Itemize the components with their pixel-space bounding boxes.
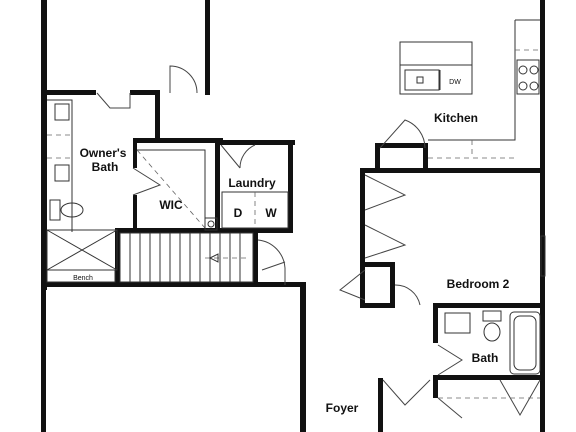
dryer-label: D	[234, 206, 243, 220]
bedroom-2-label: Bedroom 2	[447, 277, 510, 291]
toilet-tank	[49, 199, 61, 221]
bath-sink	[444, 312, 471, 334]
bench-label: Bench	[73, 275, 93, 282]
room-labels: Owner's Bath WIC Laundry Kitchen Bedroom…	[73, 79, 510, 415]
bath-toilet	[483, 322, 501, 342]
fixtures	[46, 19, 546, 399]
walls	[41, 0, 545, 432]
washer-label: W	[265, 206, 277, 220]
toilet-bowl	[60, 202, 84, 218]
doors	[96, 65, 541, 419]
foyer-label: Foyer	[326, 401, 359, 415]
sink	[404, 69, 440, 91]
owners-bath-label-line2: Bath	[92, 160, 119, 174]
bathtub	[509, 311, 541, 375]
stairs	[119, 232, 254, 283]
kitchen-island	[399, 41, 473, 95]
owners-bath-label-line1: Owner's	[80, 146, 127, 160]
bath-label: Bath	[472, 351, 499, 365]
bench	[46, 269, 116, 283]
kitchen-label: Kitchen	[434, 111, 478, 125]
dishwasher-label: DW	[449, 79, 461, 86]
wic-label: WIC	[159, 198, 183, 212]
range	[516, 59, 540, 95]
laundry-label: Laundry	[228, 176, 276, 190]
